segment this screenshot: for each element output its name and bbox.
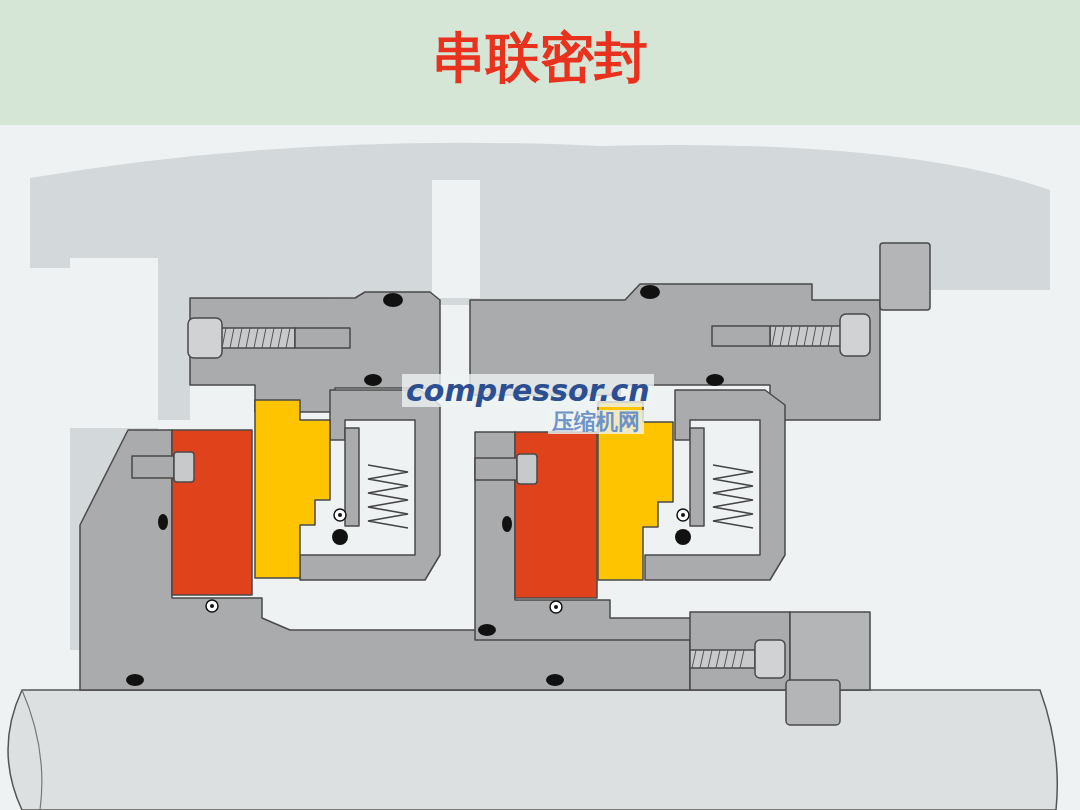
page-title-holder: 串联密封 [0, 28, 1080, 87]
watermark-holder: compressor.cn [402, 374, 654, 407]
watermark: 压缩机网 [548, 410, 644, 434]
page-title: 串联密封 [432, 28, 648, 87]
watermark: compressor.cn [402, 374, 654, 407]
watermark-holder: 压缩机网 [548, 410, 644, 434]
